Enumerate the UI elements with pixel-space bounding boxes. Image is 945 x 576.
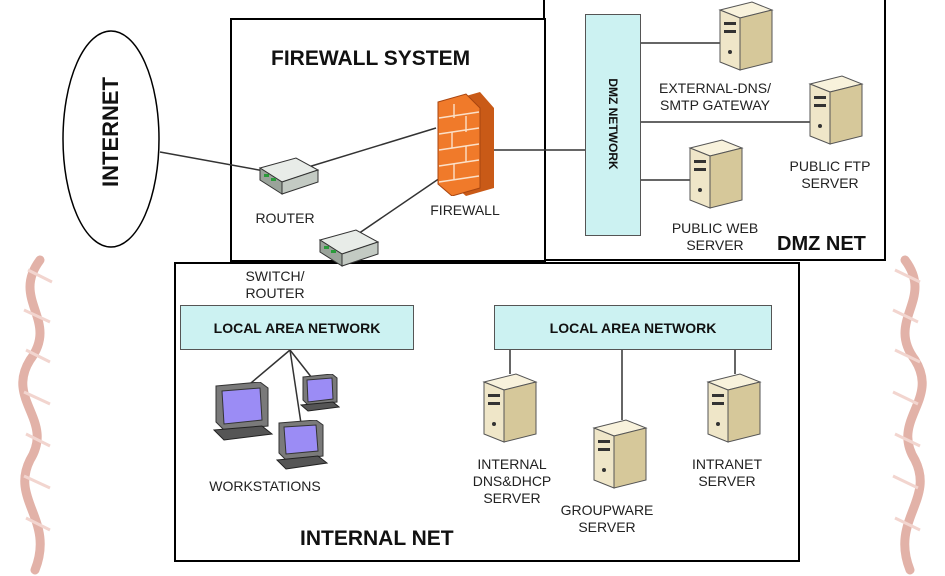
workstation-3-icon	[276, 420, 329, 470]
internet-cloud	[62, 30, 160, 248]
public-ftp-server-icon	[808, 75, 864, 145]
router-icon	[258, 157, 320, 195]
workstation-2-icon	[300, 374, 340, 412]
dmz-net-title: DMZ NET	[777, 233, 866, 255]
public-web-server-icon	[688, 139, 744, 209]
groupware-label: GROUPWARE SERVER	[560, 502, 654, 535]
external-dns-server-icon	[718, 1, 774, 71]
intranet-server-icon	[706, 373, 762, 443]
public-web-label: PUBLIC WEB SERVER	[671, 220, 759, 253]
lan-ws2-link	[289, 349, 303, 431]
internal-net-title: INTERNAL NET	[300, 527, 454, 550]
lan-ws3-link	[289, 349, 313, 379]
lan-ws1-link	[244, 349, 291, 389]
switch-router-label: SWITCH/ ROUTER	[245, 268, 305, 301]
workstations-label: WORKSTATIONS	[209, 478, 321, 494]
internet-label: INTERNET	[98, 77, 123, 187]
workstation-1-icon	[212, 382, 274, 441]
dmz-network-bar	[585, 14, 641, 236]
switch-router-icon	[318, 229, 380, 267]
internet-router-link	[159, 151, 271, 173]
firewall-label: FIREWALL	[430, 202, 500, 218]
dmz-network-label: DMZ NETWORK	[606, 78, 620, 170]
lan-right-bar: LOCAL AREA NETWORK	[494, 305, 772, 350]
router-label: ROUTER	[255, 210, 315, 226]
external-dns-label: EXTERNAL-DNS/ SMTP GATEWAY	[658, 80, 772, 113]
public-ftp-label: PUBLIC FTP SERVER	[789, 158, 871, 191]
groupware-server-icon	[592, 419, 648, 489]
internal-dns-label: INTERNAL DNS&DHCP SERVER	[472, 456, 552, 506]
firewall-switch-link	[354, 177, 441, 237]
firewall-system-title: FIREWALL SYSTEM	[271, 47, 471, 70]
lan-left-bar: LOCAL AREA NETWORK	[180, 305, 414, 350]
intranet-label: INTRANET SERVER	[692, 456, 762, 489]
internal-dns-server-icon	[482, 373, 538, 443]
firewall-icon	[437, 92, 494, 196]
router-firewall-link	[304, 127, 437, 169]
